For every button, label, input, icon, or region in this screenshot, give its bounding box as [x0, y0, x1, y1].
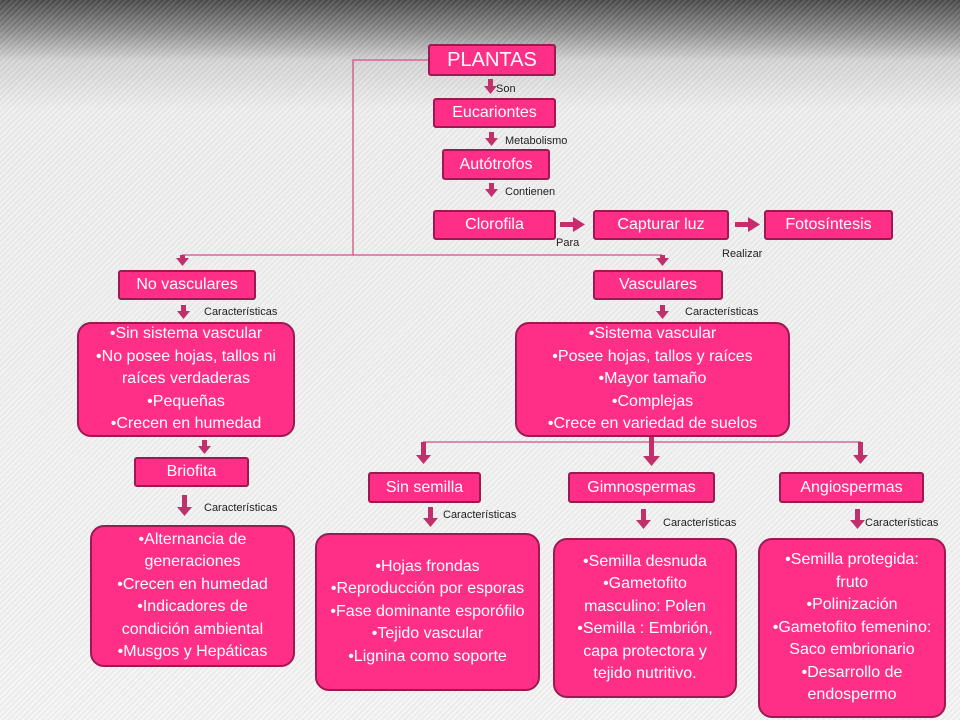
list-item: Desarrollo de endospermo	[770, 662, 934, 707]
label-realizar: Realizar	[722, 248, 763, 260]
list-item: Mayor tamaño	[548, 368, 757, 391]
list-angiospermas: Semilla protegida: fruto Polinización Ga…	[770, 549, 934, 707]
label-caracteristicas-briofita: Características	[204, 502, 278, 514]
card-briofita: Alternancia de generaciones Crecen en hu…	[90, 525, 295, 667]
card-sin-semilla: Hojas frondas Reproducción por esporas F…	[315, 533, 540, 691]
card-angiospermas: Semilla protegida: fruto Polinización Ga…	[758, 538, 946, 718]
label-caracteristicas-no-vasculares: Características	[204, 306, 278, 318]
list-gimnospermas: Semilla desnuda Gametofito masculino: Po…	[565, 551, 725, 686]
list-item: Complejas	[548, 391, 757, 414]
arrow-autotrofos-clorofila	[485, 183, 498, 197]
list-item: Lignina como soporte	[330, 646, 524, 669]
label-para: Para	[556, 237, 580, 249]
node-sin-semilla: Sin semilla	[368, 472, 481, 503]
list-no-vasculares: Sin sistema vascular No posee hojas, tal…	[89, 323, 283, 436]
list-item: Reproducción por esporas	[330, 578, 524, 601]
arrow-to-angiospermas	[853, 442, 868, 464]
list-item: Crece en variedad de suelos	[548, 413, 757, 436]
node-briofita: Briofita	[134, 457, 249, 487]
node-capturar-luz: Capturar luz	[593, 210, 729, 240]
list-item: Gametofito femenino: Saco embrionario	[770, 617, 934, 662]
node-eucariontes: Eucariontes	[433, 98, 556, 128]
list-item: Alternancia de generaciones	[102, 529, 283, 574]
list-item: Sistema vascular	[548, 323, 757, 346]
label-caracteristicas-gimnospermas: Características	[663, 517, 737, 529]
card-no-vasculares: Sin sistema vascular No posee hojas, tal…	[77, 322, 295, 437]
arrow-to-briofita	[198, 440, 211, 454]
arrow-v-caracteristicas	[656, 305, 669, 319]
list-item: Semilla : Embrión, capa protectora y tej…	[565, 618, 725, 686]
list-briofita: Alternancia de generaciones Crecen en hu…	[102, 529, 283, 664]
list-item: Pequeñas	[89, 391, 283, 414]
list-item: Crecen en humedad	[102, 574, 283, 597]
node-gimnospermas: Gimnospermas	[568, 472, 715, 503]
list-item: Fase dominante esporófilo	[330, 601, 525, 624]
node-autotrofos: Autótrofos	[442, 149, 550, 180]
label-contienen: Contienen	[505, 186, 556, 198]
node-angiospermas: Angiospermas	[779, 472, 924, 503]
list-item: Sin sistema vascular	[89, 323, 283, 346]
arrow-angio-caracteristicas	[850, 509, 865, 529]
arrow-to-sin-semilla	[416, 442, 431, 464]
node-no-vasculares: No vasculares	[118, 270, 256, 300]
list-item: Tejido vascular	[330, 623, 524, 646]
label-caracteristicas-sin-semilla: Características	[443, 509, 517, 521]
plantas-branch-line	[352, 59, 662, 256]
list-item: No posee hojas, tallos ni raíces verdade…	[89, 346, 283, 391]
card-gimnospermas: Semilla desnuda Gametofito masculino: Po…	[553, 538, 737, 698]
list-item: Indicadores de condición ambiental	[102, 596, 283, 641]
arrow-sin-semilla-caracteristicas	[423, 507, 438, 527]
label-son: Son	[496, 83, 516, 95]
arrow-briofita-caracteristicas	[177, 495, 192, 516]
arrow-to-gimnospermas	[643, 437, 660, 466]
card-vasculares: Sistema vascular Posee hojas, tallos y r…	[515, 322, 790, 437]
node-vasculares: Vasculares	[593, 270, 723, 300]
list-item: Polinización	[770, 594, 934, 617]
node-plantas: PLANTAS	[428, 44, 556, 76]
list-item: Semilla protegida: fruto	[770, 549, 934, 594]
list-vasculares: Sistema vascular Posee hojas, tallos y r…	[548, 323, 757, 436]
list-sin-semilla: Hojas frondas Reproducción por esporas F…	[330, 556, 525, 669]
list-item: Musgos y Hepáticas	[102, 641, 283, 664]
arrow-eucariontes-autotrofos	[485, 132, 498, 146]
list-item: Posee hojas, tallos y raíces	[548, 346, 757, 369]
arrows	[176, 79, 868, 529]
arrow-to-vasculares	[656, 255, 669, 266]
label-caracteristicas-angiospermas: Características	[865, 517, 939, 529]
list-item: Semilla desnuda	[565, 551, 725, 574]
arrow-plantas-eucariontes	[484, 79, 497, 94]
arrow-gimno-caracteristicas	[636, 509, 651, 529]
list-item: Hojas frondas	[330, 556, 524, 579]
label-caracteristicas-vasculares: Características	[685, 306, 759, 318]
arrow-nv-caracteristicas	[177, 305, 190, 319]
arrow-clorofila-capturar	[560, 217, 585, 232]
arrow-to-no-vasculares	[176, 255, 189, 266]
node-fotosintesis: Fotosíntesis	[764, 210, 893, 240]
arrow-capturar-fotosintesis	[735, 217, 760, 232]
node-clorofila: Clorofila	[433, 210, 556, 240]
label-metabolismo: Metabolismo	[505, 135, 568, 147]
list-item: Gametofito masculino: Polen	[565, 573, 725, 618]
list-item: Crecen en humedad	[89, 413, 283, 436]
